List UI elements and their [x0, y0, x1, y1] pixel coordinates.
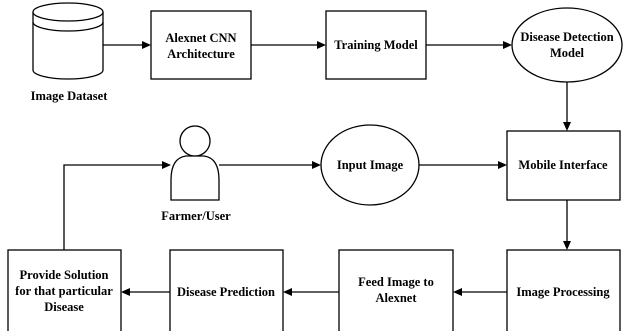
- arrow-solution-to-farmer: [63, 161, 171, 250]
- mobile-interface-box: [506, 130, 621, 201]
- arrow-alexnet-to-training: [251, 41, 326, 49]
- mobile-interface-label: Mobile Interface: [518, 158, 608, 172]
- farmer-user-node: Farmer/User: [161, 125, 231, 223]
- user-person-icon: [170, 125, 220, 201]
- training-model-label: Training Model: [334, 38, 418, 52]
- provide-solution-label-line2: for that particular: [15, 284, 113, 298]
- arrow-farmer-to-input: [219, 161, 321, 169]
- image-processing-box: [506, 249, 621, 331]
- feed-image-node: Feed Image to Alexnet: [338, 249, 454, 331]
- disease-detection-model-node: Disease Detection Model: [511, 7, 623, 83]
- input-image-node: Input Image: [320, 124, 420, 206]
- image-processing-node: Image Processing: [506, 249, 621, 331]
- input-image-label: Input Image: [337, 158, 404, 172]
- disease-detection-label-line2: Model: [550, 46, 585, 60]
- arrow-prediction-to-solution: [121, 288, 170, 296]
- provide-solution-label-line1: Provide Solution: [19, 268, 108, 282]
- provide-solution-box: [7, 249, 122, 331]
- mobile-interface-node: Mobile Interface: [506, 130, 621, 201]
- arrow-dataset-to-alexnet: [103, 41, 151, 49]
- arrow-input-to-mobile: [419, 161, 507, 169]
- provide-solution-label-line3: Disease: [44, 300, 84, 314]
- alexnet-cnn-label-line1: Alexnet CNN: [165, 31, 236, 45]
- feed-image-label-line1: Feed Image to: [358, 275, 434, 289]
- image-dataset-node: Image Dataset: [31, 2, 109, 103]
- farmer-user-label: Farmer/User: [161, 209, 231, 223]
- training-model-box: [325, 10, 427, 80]
- provide-solution-node: Provide Solution for that particular Dis…: [7, 249, 122, 331]
- disease-detection-ellipse: [511, 7, 623, 83]
- arrow-feed-to-prediction: [283, 288, 339, 296]
- arrow-detection-to-mobile: [563, 82, 571, 131]
- arrow-mobile-to-processing: [563, 200, 571, 250]
- image-dataset-label: Image Dataset: [31, 89, 109, 103]
- feed-image-label-line2: Alexnet: [376, 291, 418, 305]
- database-cylinder-icon: [32, 2, 104, 80]
- disease-prediction-node: Disease Prediction: [169, 249, 284, 331]
- feed-image-box: [338, 249, 454, 331]
- disease-detection-label-line1: Disease Detection: [520, 30, 613, 44]
- alexnet-cnn-label-line2: Architecture: [167, 47, 235, 61]
- arrow-processing-to-feed: [453, 288, 507, 296]
- alexnet-cnn-node: Alexnet CNN Architecture: [150, 10, 252, 80]
- disease-prediction-label: Disease Prediction: [177, 285, 275, 299]
- arrow-training-to-detection: [426, 41, 512, 49]
- image-processing-label: Image Processing: [516, 285, 610, 299]
- training-model-node: Training Model: [325, 10, 427, 80]
- alexnet-cnn-box: [150, 10, 252, 80]
